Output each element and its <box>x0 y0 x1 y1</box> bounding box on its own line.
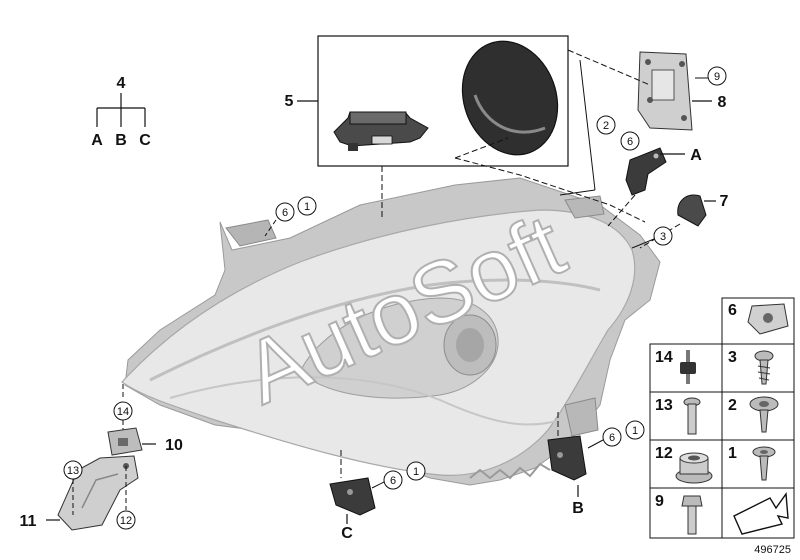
bulb-socket-icon <box>333 111 429 151</box>
callout-5: 5 <box>285 93 294 110</box>
legend-num-1: 1 <box>728 445 737 462</box>
circled-6-c: 6 <box>390 475 396 487</box>
circled-14: 14 <box>117 406 129 418</box>
rubber-cap-icon <box>461 40 559 156</box>
circled-12: 12 <box>120 515 132 527</box>
clip-ref-a <box>625 147 667 196</box>
group-child-c: C <box>139 132 151 149</box>
washer-screw-icon <box>749 396 779 433</box>
circled-6-b: 6 <box>609 432 615 444</box>
legend-num-12: 12 <box>655 445 673 462</box>
group-child-b: B <box>115 132 127 149</box>
circled-1-c: 1 <box>413 466 419 478</box>
circled-1-left: 1 <box>304 201 310 213</box>
cap-part-7 <box>677 194 707 227</box>
circled-6-top: 6 <box>627 136 633 148</box>
callout-11: 11 <box>20 513 37 530</box>
mount-part-10 <box>107 427 143 456</box>
collar-nut-icon <box>675 452 713 484</box>
image-number: 496725 <box>754 544 791 556</box>
group-child-a: A <box>91 132 103 149</box>
hex-bolt-icon <box>681 495 703 535</box>
circled-6-left: 6 <box>282 207 288 219</box>
ref-b: B <box>572 500 584 517</box>
bracket-part-8 <box>637 51 693 131</box>
ref-c: C <box>341 525 353 542</box>
bracket-ref-b <box>547 435 587 481</box>
legend-num-13: 13 <box>655 397 673 414</box>
fastener-legend: 6 14 3 13 2 12 1 9 <box>649 297 795 539</box>
ref-a: A <box>690 147 702 164</box>
legend-num-2: 2 <box>728 397 737 414</box>
bulb-cap-inset <box>317 35 646 223</box>
circled-1-b: 1 <box>632 425 638 437</box>
group-label: 4 <box>117 75 126 92</box>
bracket-ref-c <box>329 477 376 516</box>
circled-3: 3 <box>660 231 666 243</box>
spring-nut-icon <box>747 303 789 335</box>
circled-13: 13 <box>67 465 79 477</box>
circled-9: 9 <box>714 71 720 83</box>
circled-2: 2 <box>603 120 609 132</box>
legend-num-6: 6 <box>728 302 737 319</box>
rubber-mount-icon <box>680 350 696 384</box>
headlight-housing <box>121 177 661 486</box>
callout-10: 10 <box>165 437 183 454</box>
bolt-icon <box>683 397 701 435</box>
callout-7: 7 <box>720 193 729 210</box>
legend-num-3: 3 <box>728 349 737 366</box>
legend-num-14: 14 <box>655 349 673 366</box>
arrow-icon <box>733 492 789 535</box>
callout-8: 8 <box>718 94 727 111</box>
tapping-screw-icon <box>754 350 774 385</box>
legend-num-9: 9 <box>655 493 664 510</box>
flange-screw-icon <box>752 446 776 481</box>
group-tree: 4 A B C <box>91 75 151 149</box>
